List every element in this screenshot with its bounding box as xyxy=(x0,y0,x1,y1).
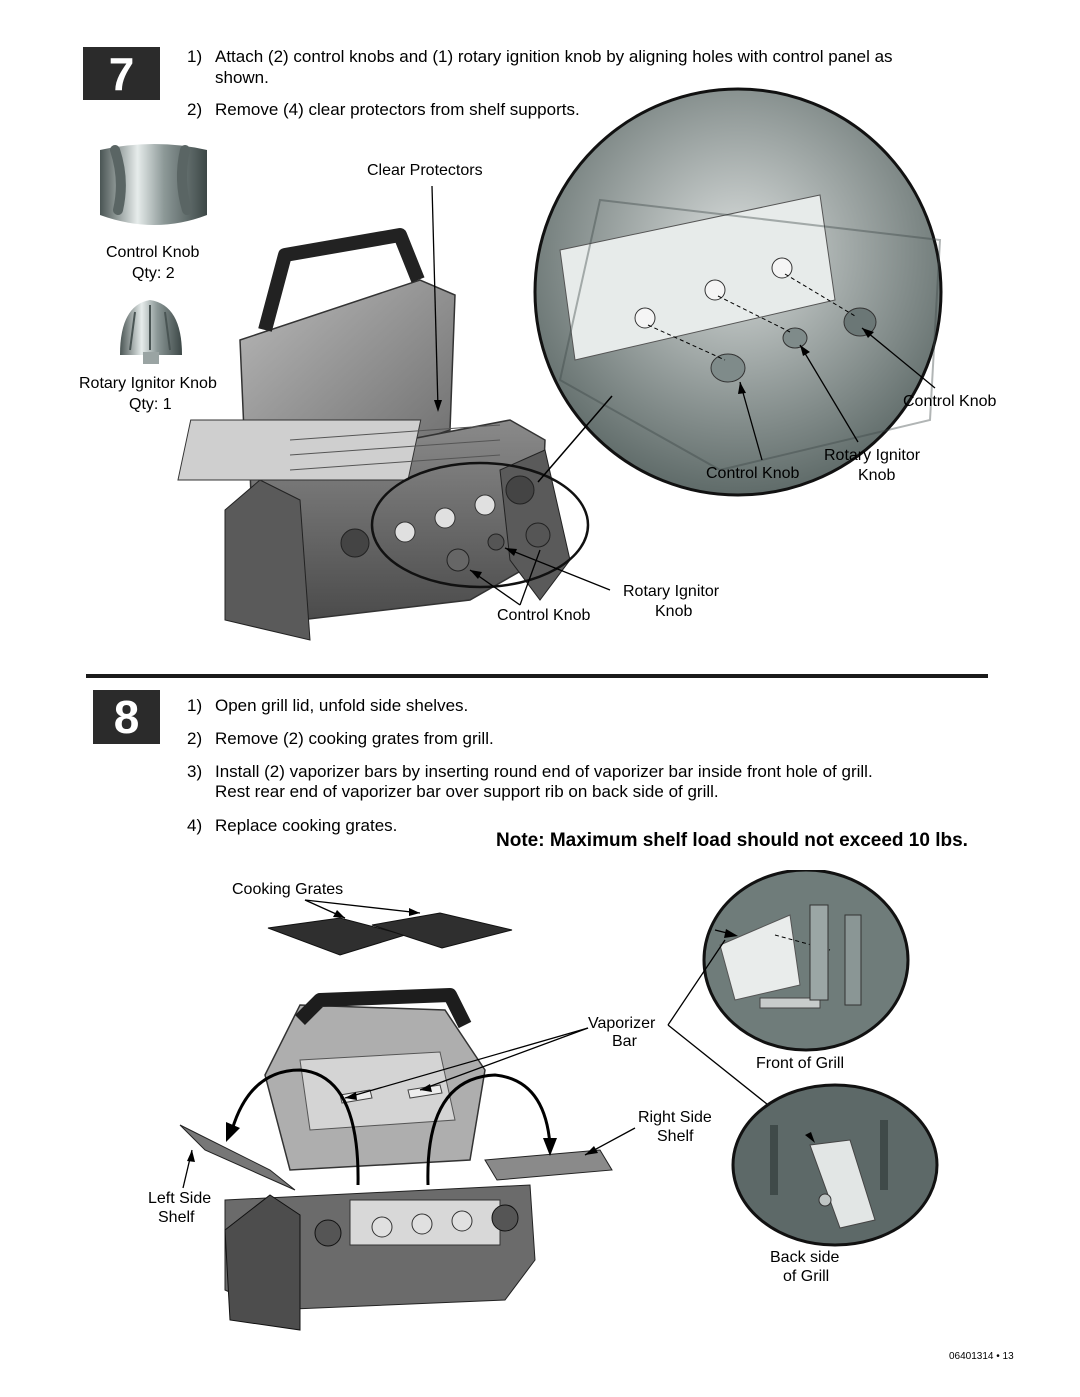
label-detail-rotary-ignitor-2: Knob xyxy=(858,467,896,484)
front-of-grill-detail xyxy=(702,870,910,1052)
step-8-instruction-3: Install (2) vaporizer bars by inserting … xyxy=(215,762,873,781)
label-detail-control-knob-left: Control Knob xyxy=(706,465,800,482)
step-8-illustration xyxy=(179,870,939,1331)
step-7-instruction-1-num: 1) xyxy=(187,47,203,66)
step-8-instruction-2: Remove (2) cooking grates from grill. xyxy=(215,729,494,748)
step-7-badge: 7 xyxy=(83,47,160,100)
label-clear-protectors: Clear Protectors xyxy=(367,162,483,179)
label-right-shelf-2: Shelf xyxy=(657,1128,694,1145)
shelf-load-note: Note: Maximum shelf load should not exce… xyxy=(496,830,968,851)
label-bottom-control-knob: Control Knob xyxy=(497,607,591,624)
label-bottom-rotary-ignitor-1: Rotary Ignitor xyxy=(623,583,720,600)
step-8-instruction-1: Open grill lid, unfold side shelves. xyxy=(215,696,469,715)
label-control-knob-qty: Qty: 2 xyxy=(132,265,175,282)
back-of-grill-detail xyxy=(731,1083,939,1247)
label-bottom-rotary-ignitor-2: Knob xyxy=(655,603,693,620)
label-back-side-1: Back side xyxy=(770,1249,840,1266)
label-cooking-grates: Cooking Grates xyxy=(232,881,344,898)
cooking-grates-drawing xyxy=(267,912,513,956)
step-8-instruction-4-num: 4) xyxy=(187,816,203,835)
rotary-ignitor-knob-image xyxy=(120,300,182,364)
step-7-detail-circle xyxy=(533,87,943,497)
label-rotary-ignitor-knob: Rotary Ignitor Knob xyxy=(79,375,217,392)
label-control-knob: Control Knob xyxy=(106,244,200,261)
label-left-shelf-2: Shelf xyxy=(158,1209,195,1226)
page-footer: 06401314 • 13 xyxy=(949,1351,1014,1362)
control-knob-image xyxy=(100,144,207,225)
label-rotary-ignitor-qty: Qty: 1 xyxy=(129,396,172,413)
label-back-side-2: of Grill xyxy=(783,1268,830,1285)
label-detail-rotary-ignitor-1: Rotary Ignitor xyxy=(824,447,921,464)
section-divider xyxy=(86,674,988,678)
label-vaporizer-2: Bar xyxy=(612,1033,637,1050)
step-8-instruction-1-num: 1) xyxy=(187,696,203,715)
label-front-of-grill: Front of Grill xyxy=(756,1055,845,1072)
label-vaporizer-1: Vaporizer xyxy=(588,1015,656,1032)
step-8-instruction-2-num: 2) xyxy=(187,729,203,748)
step-7-instruction-1: Attach (2) control knobs and (1) rotary … xyxy=(215,47,893,66)
step-8-instruction-3-num: 3) xyxy=(187,762,203,781)
step-7-instruction-1-cont: shown. xyxy=(215,68,269,87)
step-7-instruction-2: Remove (4) clear protectors from shelf s… xyxy=(215,100,580,119)
step-8-instruction-3-cont: Rest rear end of vaporizer bar over supp… xyxy=(215,782,719,801)
step-7-grill-drawing xyxy=(177,228,590,641)
label-left-shelf-1: Left Side xyxy=(148,1190,212,1207)
step-8-instruction-4: Replace cooking grates. xyxy=(215,816,398,835)
step-7-illustration xyxy=(100,87,943,641)
step-8-badge: 8 xyxy=(93,690,160,744)
label-detail-control-knob-right: Control Knob xyxy=(903,393,997,410)
step-8-grill-drawing xyxy=(179,988,613,1331)
label-right-shelf-1: Right Side xyxy=(638,1109,712,1126)
step-7-instruction-2-num: 2) xyxy=(187,100,203,119)
